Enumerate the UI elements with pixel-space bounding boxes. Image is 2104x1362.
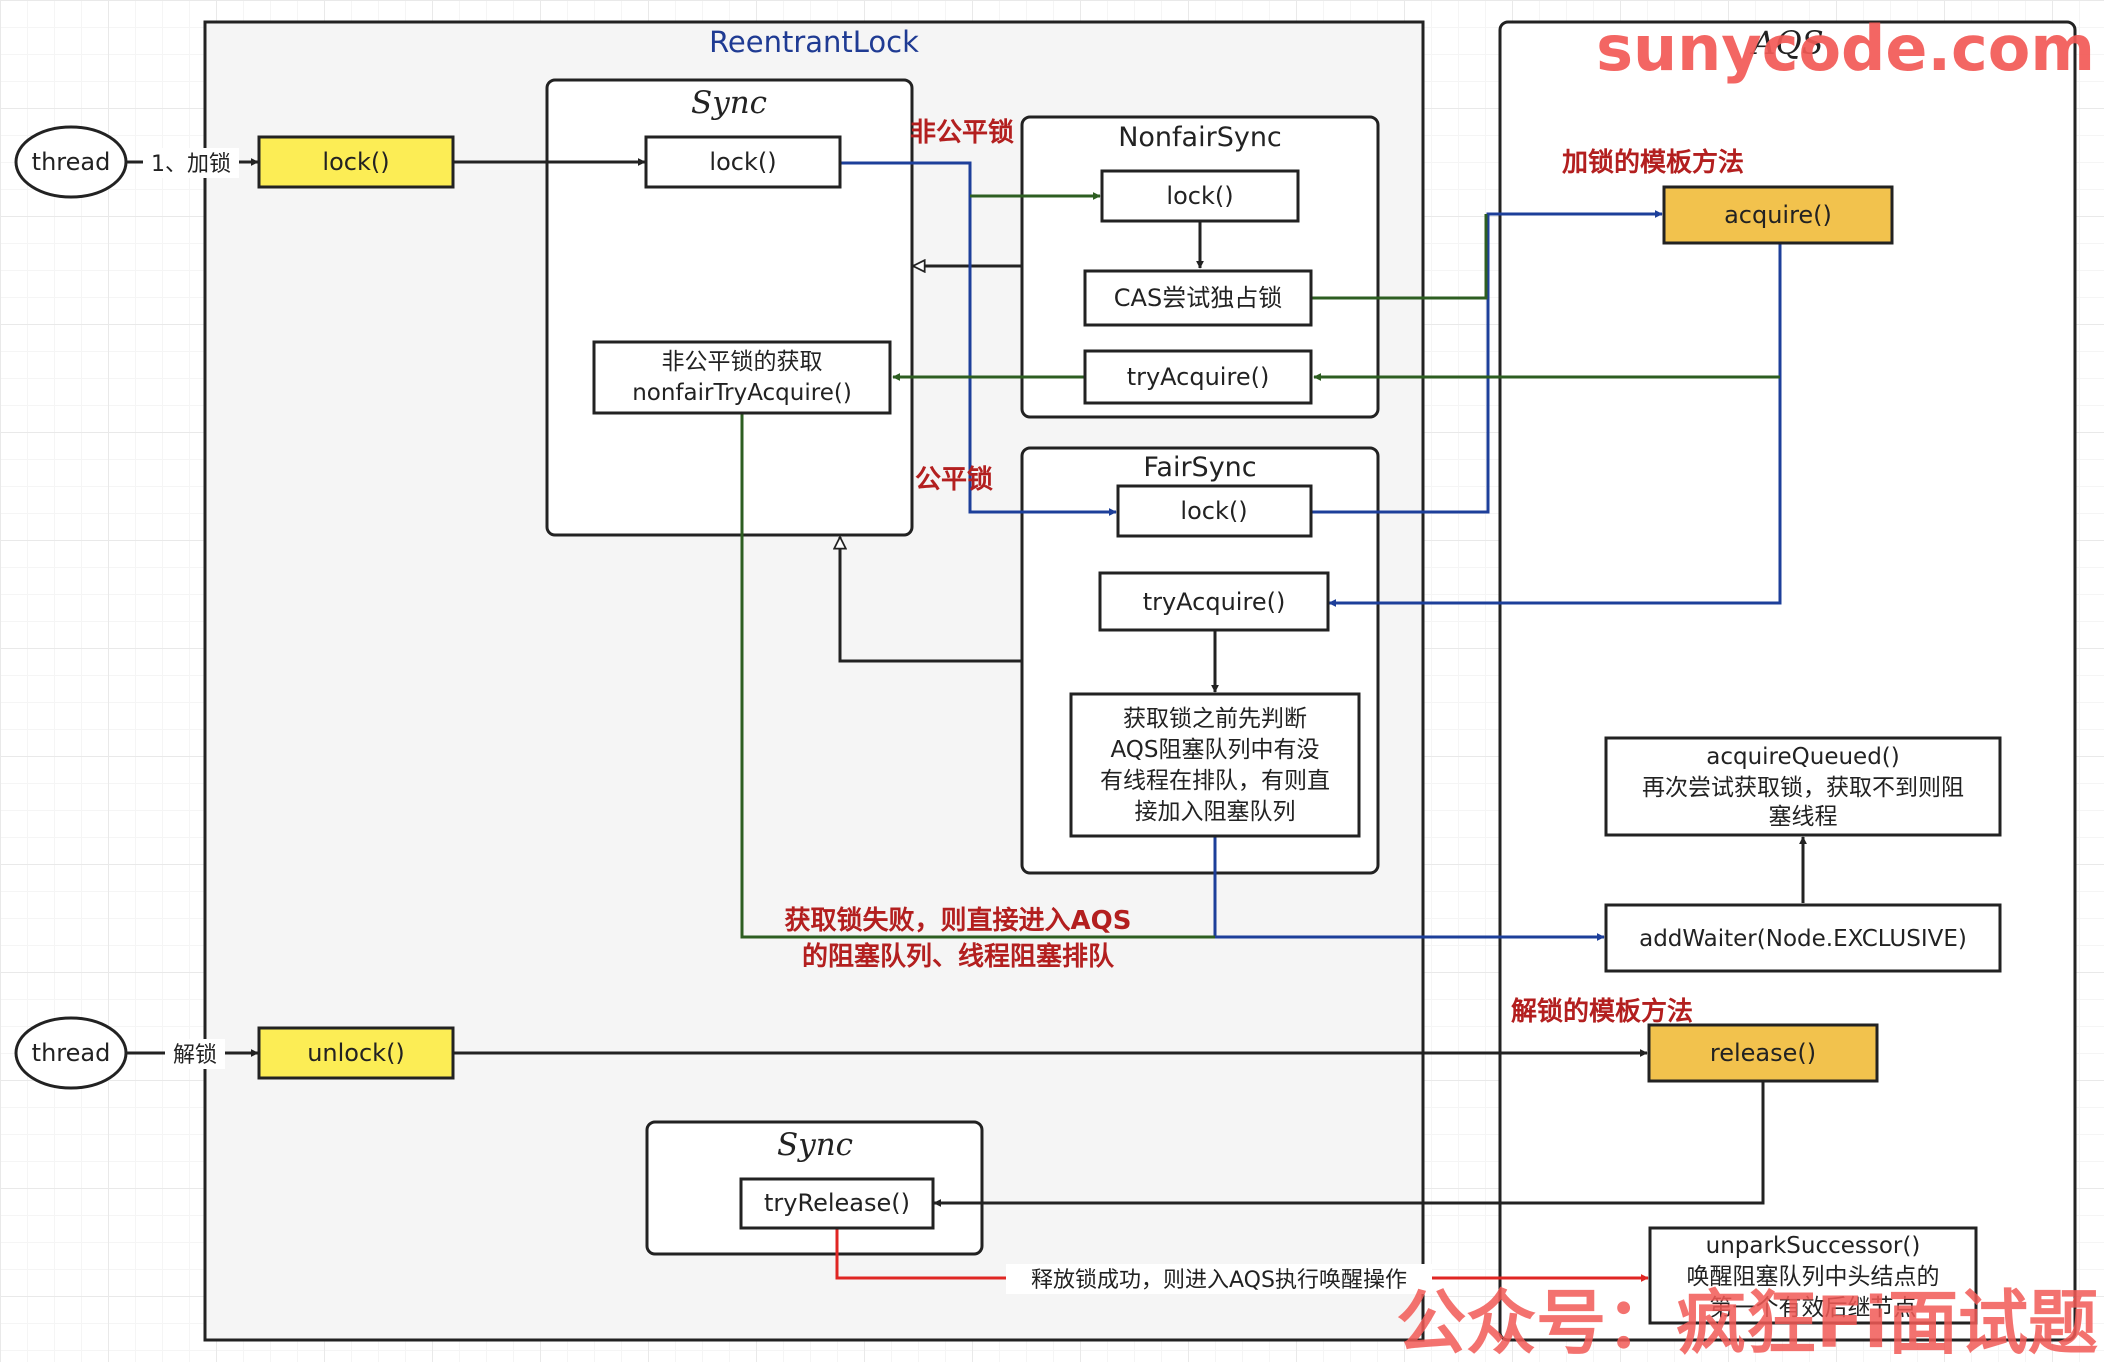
aqs-container [1498, 20, 2077, 1342]
arrow-cas-to-acquire [1311, 214, 1488, 300]
release-note-bg [1006, 1264, 1432, 1294]
fair-lock-label: lock() [1180, 497, 1247, 525]
sync-title-top: Sync [691, 85, 767, 121]
fair-lock-box[interactable] [1116, 484, 1313, 538]
reentrantlock-title: ReentrantLock [709, 25, 919, 59]
unpark-line-1: unparkSuccessor() [1706, 1233, 1921, 1259]
arrow-nonfair-fail-to-queue [740, 413, 1215, 939]
sync-container-top [545, 78, 914, 537]
sync-lock-box[interactable] [644, 135, 842, 189]
lock-entry-label: lock() [322, 148, 389, 176]
arrow-fair-lock-to-acquire [1311, 210, 1663, 514]
sync-title-bottom: Sync [777, 1127, 853, 1163]
fair-check-line-3: 有线程在排队，有则直 [1100, 768, 1330, 794]
fail-note-line-1: 获取锁失败，则直接进入AQS [785, 905, 1132, 936]
nonfairtryacquire-label-2: nonfairTryAcquire() [632, 380, 852, 406]
thread-lock-label: thread [32, 148, 111, 176]
lock-entry-button[interactable] [257, 135, 455, 189]
acquire-template-caption: 加锁的模板方法 [1562, 147, 1744, 178]
arrow-release-to-tryrelease [933, 1080, 1765, 1207]
sync-lock-label: lock() [709, 148, 776, 176]
fair-check-line-2: AQS阻塞队列中有没 [1110, 737, 1319, 763]
cas-label: CAS尝试独占锁 [1114, 284, 1282, 312]
cas-box[interactable] [1083, 269, 1313, 327]
unpark-line-3: 第一个有效后继节点 [1710, 1295, 1917, 1321]
unlock-step-label: 解锁 [173, 1043, 217, 1068]
inherit-fair-to-sync [840, 537, 1022, 663]
fail-note-line-2: 的阻塞队列、线程阻塞排队 [802, 941, 1115, 972]
thread-unlock-label: thread [32, 1039, 111, 1067]
lock-step-label: 1、加锁 [151, 152, 231, 177]
unlock-step-bg [165, 1039, 225, 1069]
tryrelease-box[interactable] [739, 1177, 935, 1230]
fairsync-title: FairSync [1143, 452, 1256, 483]
unpark-successor-box[interactable] [1648, 1226, 1978, 1325]
acquire-box[interactable] [1662, 185, 1894, 245]
add-waiter-box[interactable] [1604, 903, 2002, 973]
fair-check-box[interactable] [1069, 692, 1361, 838]
acquire-queued-line-1: acquireQueued() [1706, 744, 1900, 770]
unlock-entry-button[interactable] [257, 1026, 455, 1080]
aqs-title: AQS [1749, 24, 1823, 62]
release-label: release() [1710, 1039, 1816, 1067]
nonfairtryacquire-label-1: 非公平锁的获取 [662, 349, 823, 375]
arrow-sync-lock-to-fair-lock [840, 161, 1117, 516]
acquire-queued-line-3: 塞线程 [1769, 804, 1838, 830]
thread-lock-actor [14, 125, 128, 199]
nonfair-lock-label: lock() [1166, 182, 1233, 210]
release-template-caption: 解锁的模板方法 [1511, 996, 1693, 1027]
nonfair-tryacquire-box[interactable] [1083, 349, 1313, 405]
arrow-acquire-to-fair-tryacquire [1328, 243, 1782, 607]
tryrelease-label: tryRelease() [764, 1189, 910, 1217]
watermark-top: sunycode.com [1596, 12, 2095, 85]
fair-tryacquire-label: tryAcquire() [1143, 588, 1286, 616]
unpark-line-2: 唤醒阻塞队列中头结点的 [1687, 1264, 1940, 1290]
fair-check-line-4: 接加入阻塞队列 [1135, 799, 1296, 825]
acquire-queued-line-2: 再次尝试获取锁，获取不到则阻 [1642, 775, 1964, 801]
release-box[interactable] [1647, 1023, 1879, 1083]
nonfair-lock-box[interactable] [1100, 169, 1300, 223]
nonfairtryacquire-box[interactable] [592, 340, 892, 415]
release-note-label: 释放锁成功，则进入AQS执行唤醒操作 [1031, 1268, 1407, 1293]
fair-tryacquire-box[interactable] [1098, 571, 1330, 632]
fair-lock-caption: 公平锁 [915, 464, 993, 495]
nonfairsync-title: NonfairSync [1118, 122, 1282, 153]
acquire-label: acquire() [1724, 201, 1832, 229]
add-waiter-label: addWaiter(Node.EXCLUSIVE) [1639, 926, 1967, 952]
acquire-queued-box[interactable] [1604, 736, 2002, 837]
fair-check-line-1: 获取锁之前先判断 [1123, 706, 1307, 732]
lock-step-bg [143, 148, 239, 178]
watermark-bottom: 公众号：疯狂Fi面试题 [1396, 1282, 2098, 1362]
thread-unlock-actor [14, 1016, 128, 1090]
unlock-entry-label: unlock() [307, 1039, 405, 1067]
nonfair-tryacquire-label: tryAcquire() [1127, 363, 1270, 391]
nonfair-lock-caption: 非公平锁 [910, 117, 1014, 148]
